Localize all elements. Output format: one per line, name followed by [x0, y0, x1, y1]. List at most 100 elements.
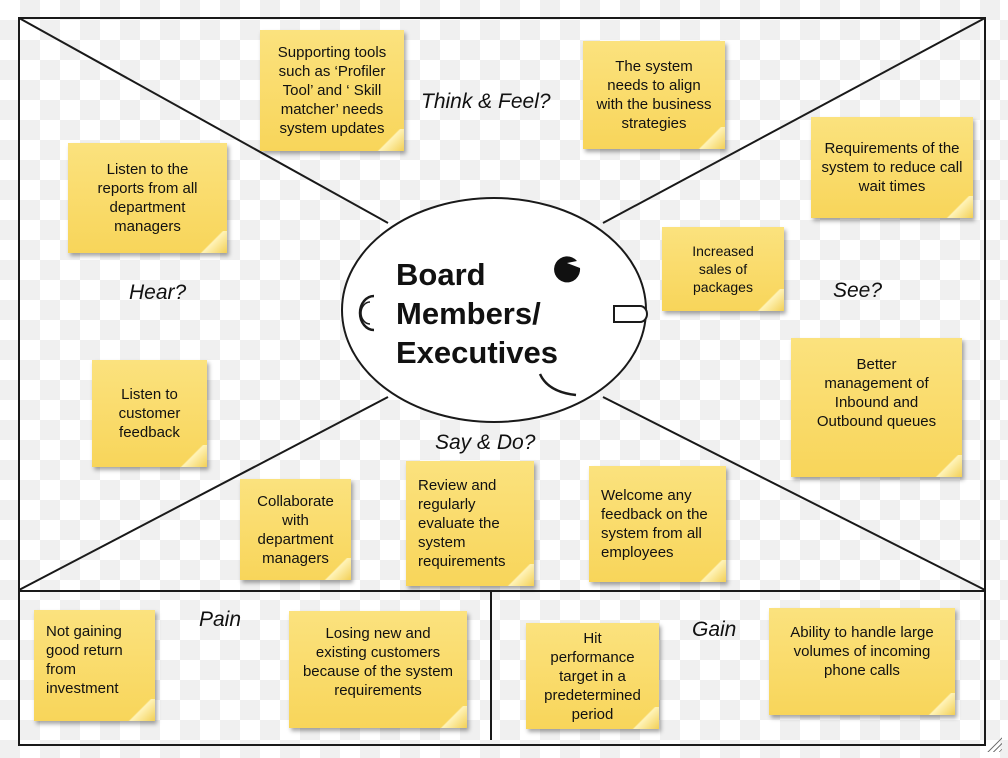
note-text: Collaborate with department managers: [257, 492, 334, 568]
note-page-curl: [125, 699, 155, 721]
sticky-note-department-reports[interactable]: Listen to the reports from all departmen…: [68, 143, 227, 253]
sticky-note-package-sales[interactable]: Increased sales of packages: [662, 227, 784, 311]
note-page-curl: [754, 289, 784, 311]
note-line: needs to align: [607, 77, 701, 94]
note-line: Ability to handle large: [790, 624, 934, 641]
persona-ear: [358, 294, 375, 332]
persona-title: Board Members/ Executives: [396, 255, 558, 372]
sticky-note-no-return[interactable]: Not gaining good return from investment: [34, 610, 155, 721]
note-line: Listen to the: [106, 161, 189, 178]
note-line: Hit: [583, 629, 602, 647]
note-line: Review and: [418, 477, 497, 494]
persona-eye: [554, 256, 581, 283]
note-text: Better management of Inbound and Outboun…: [817, 355, 936, 431]
sticky-note-welcome-feedback[interactable]: Welcome any feedback on the system from …: [589, 466, 726, 582]
note-text: Ability to handle large volumes of incom…: [790, 623, 933, 680]
note-line: The system: [615, 58, 693, 75]
note-line: managers: [114, 218, 181, 235]
sticky-note-large-call-volumes[interactable]: Ability to handle large volumes of incom…: [769, 608, 955, 715]
sticky-note-call-wait-times[interactable]: Requirements of the system to reduce cal…: [811, 117, 973, 218]
note-line: regularly: [418, 496, 476, 513]
note-line: strategies: [621, 115, 687, 132]
note-line: feedback: [119, 424, 180, 441]
sticky-note-performance-target[interactable]: Hit performance target in a predetermine…: [526, 623, 659, 729]
note-line: department: [257, 530, 334, 548]
note-line: Increased: [692, 243, 754, 259]
sticky-note-collaborate[interactable]: Collaborate with department managers: [240, 479, 351, 580]
note-line: Requirements of the: [824, 140, 960, 157]
note-line: existing customers: [315, 643, 441, 661]
note-page-curl: [695, 127, 725, 149]
note-line: system to reduce call: [821, 159, 963, 176]
note-line: wait times: [858, 178, 926, 195]
sticky-note-review-requirements[interactable]: Review and regularly evaluate the system…: [406, 461, 534, 586]
note-text: Review and regularly evaluate the system…: [418, 476, 506, 571]
persona-nose: [613, 305, 648, 323]
diagonal-bottom-right: [602, 396, 986, 591]
note-page-curl: [943, 196, 973, 218]
note-line: Inbound and: [834, 393, 919, 411]
note-line: because of the system: [302, 662, 454, 680]
note-line: management of: [824, 374, 929, 392]
note-line: Supporting tools: [277, 44, 387, 61]
note-line: matcher’ needs: [280, 101, 384, 118]
note-line: such as ‘Profiler: [278, 63, 386, 80]
note-line: from: [46, 660, 76, 678]
sticky-note-align-strategies[interactable]: The system needs to align with the busin…: [583, 41, 725, 149]
note-line: system from all: [601, 525, 702, 542]
quadrant-label-hear: Hear?: [129, 281, 187, 304]
sticky-note-supporting-tools[interactable]: Supporting tools such as ‘Profiler Tool’…: [260, 30, 404, 151]
sticky-note-queue-management[interactable]: Better management of Inbound and Outboun…: [791, 338, 962, 477]
note-line: feedback on the: [601, 506, 708, 523]
persona-ear-inner: [360, 301, 371, 325]
note-page-curl: [321, 558, 351, 580]
note-line: Collaborate: [257, 492, 334, 510]
note-page-curl: [374, 129, 404, 151]
note-line: good return: [46, 641, 123, 659]
note-text: Listen to customer feedback: [119, 385, 181, 442]
note-line: system updates: [279, 120, 385, 137]
note-line: Better: [856, 355, 897, 373]
note-line: period: [571, 705, 614, 723]
note-line: employees: [601, 544, 674, 561]
diagonal-bottom-left: [18, 396, 389, 591]
note-line: Tool’ and ‘ Skill: [282, 82, 382, 99]
note-line: system: [418, 534, 466, 551]
note-line: Welcome any: [601, 487, 692, 504]
quadrant-label-gain: Gain: [692, 618, 737, 641]
sticky-note-customer-feedback[interactable]: Listen to customer feedback: [92, 360, 207, 467]
note-page-curl: [932, 455, 962, 477]
note-page-curl: [925, 693, 955, 715]
note-line: managers: [262, 549, 329, 567]
note-text: Hit performance target in a predetermine…: [544, 629, 641, 724]
note-line: volumes of incoming: [793, 643, 931, 660]
note-text: Welcome any feedback on the system from …: [601, 486, 708, 562]
note-line: with the business: [596, 96, 712, 113]
note-page-curl: [177, 445, 207, 467]
persona-title-line3: Executives: [396, 335, 558, 370]
note-page-curl: [197, 231, 227, 253]
note-page-curl: [504, 564, 534, 586]
note-line: department: [109, 199, 186, 216]
diagonal-top-right: [602, 17, 986, 224]
note-text: Losing new and existing customers becaus…: [303, 624, 453, 700]
note-text: The system needs to align with the busin…: [596, 57, 711, 133]
note-line: sales of: [698, 261, 748, 277]
note-line: predetermined: [544, 686, 641, 704]
persona-mouth: [538, 373, 577, 397]
note-line: phone calls: [824, 662, 900, 679]
map-border: [18, 17, 986, 746]
note-text: Not gaining good return from investment: [46, 622, 123, 698]
note-line: reports from all: [97, 180, 198, 197]
quadrant-label-say-do: Say & Do?: [435, 431, 536, 454]
note-page-curl: [696, 560, 726, 582]
diagonal-top-left: [18, 17, 389, 224]
note-line: packages: [693, 279, 753, 295]
note-page-curl: [629, 707, 659, 729]
sticky-note-losing-customers[interactable]: Losing new and existing customers becaus…: [289, 611, 467, 728]
note-text: Supporting tools such as ‘Profiler Tool’…: [278, 43, 386, 138]
note-line: target in a: [559, 667, 626, 685]
quadrant-label-think-feel: Think & Feel?: [421, 90, 551, 113]
note-text: Requirements of the system to reduce cal…: [822, 139, 963, 196]
